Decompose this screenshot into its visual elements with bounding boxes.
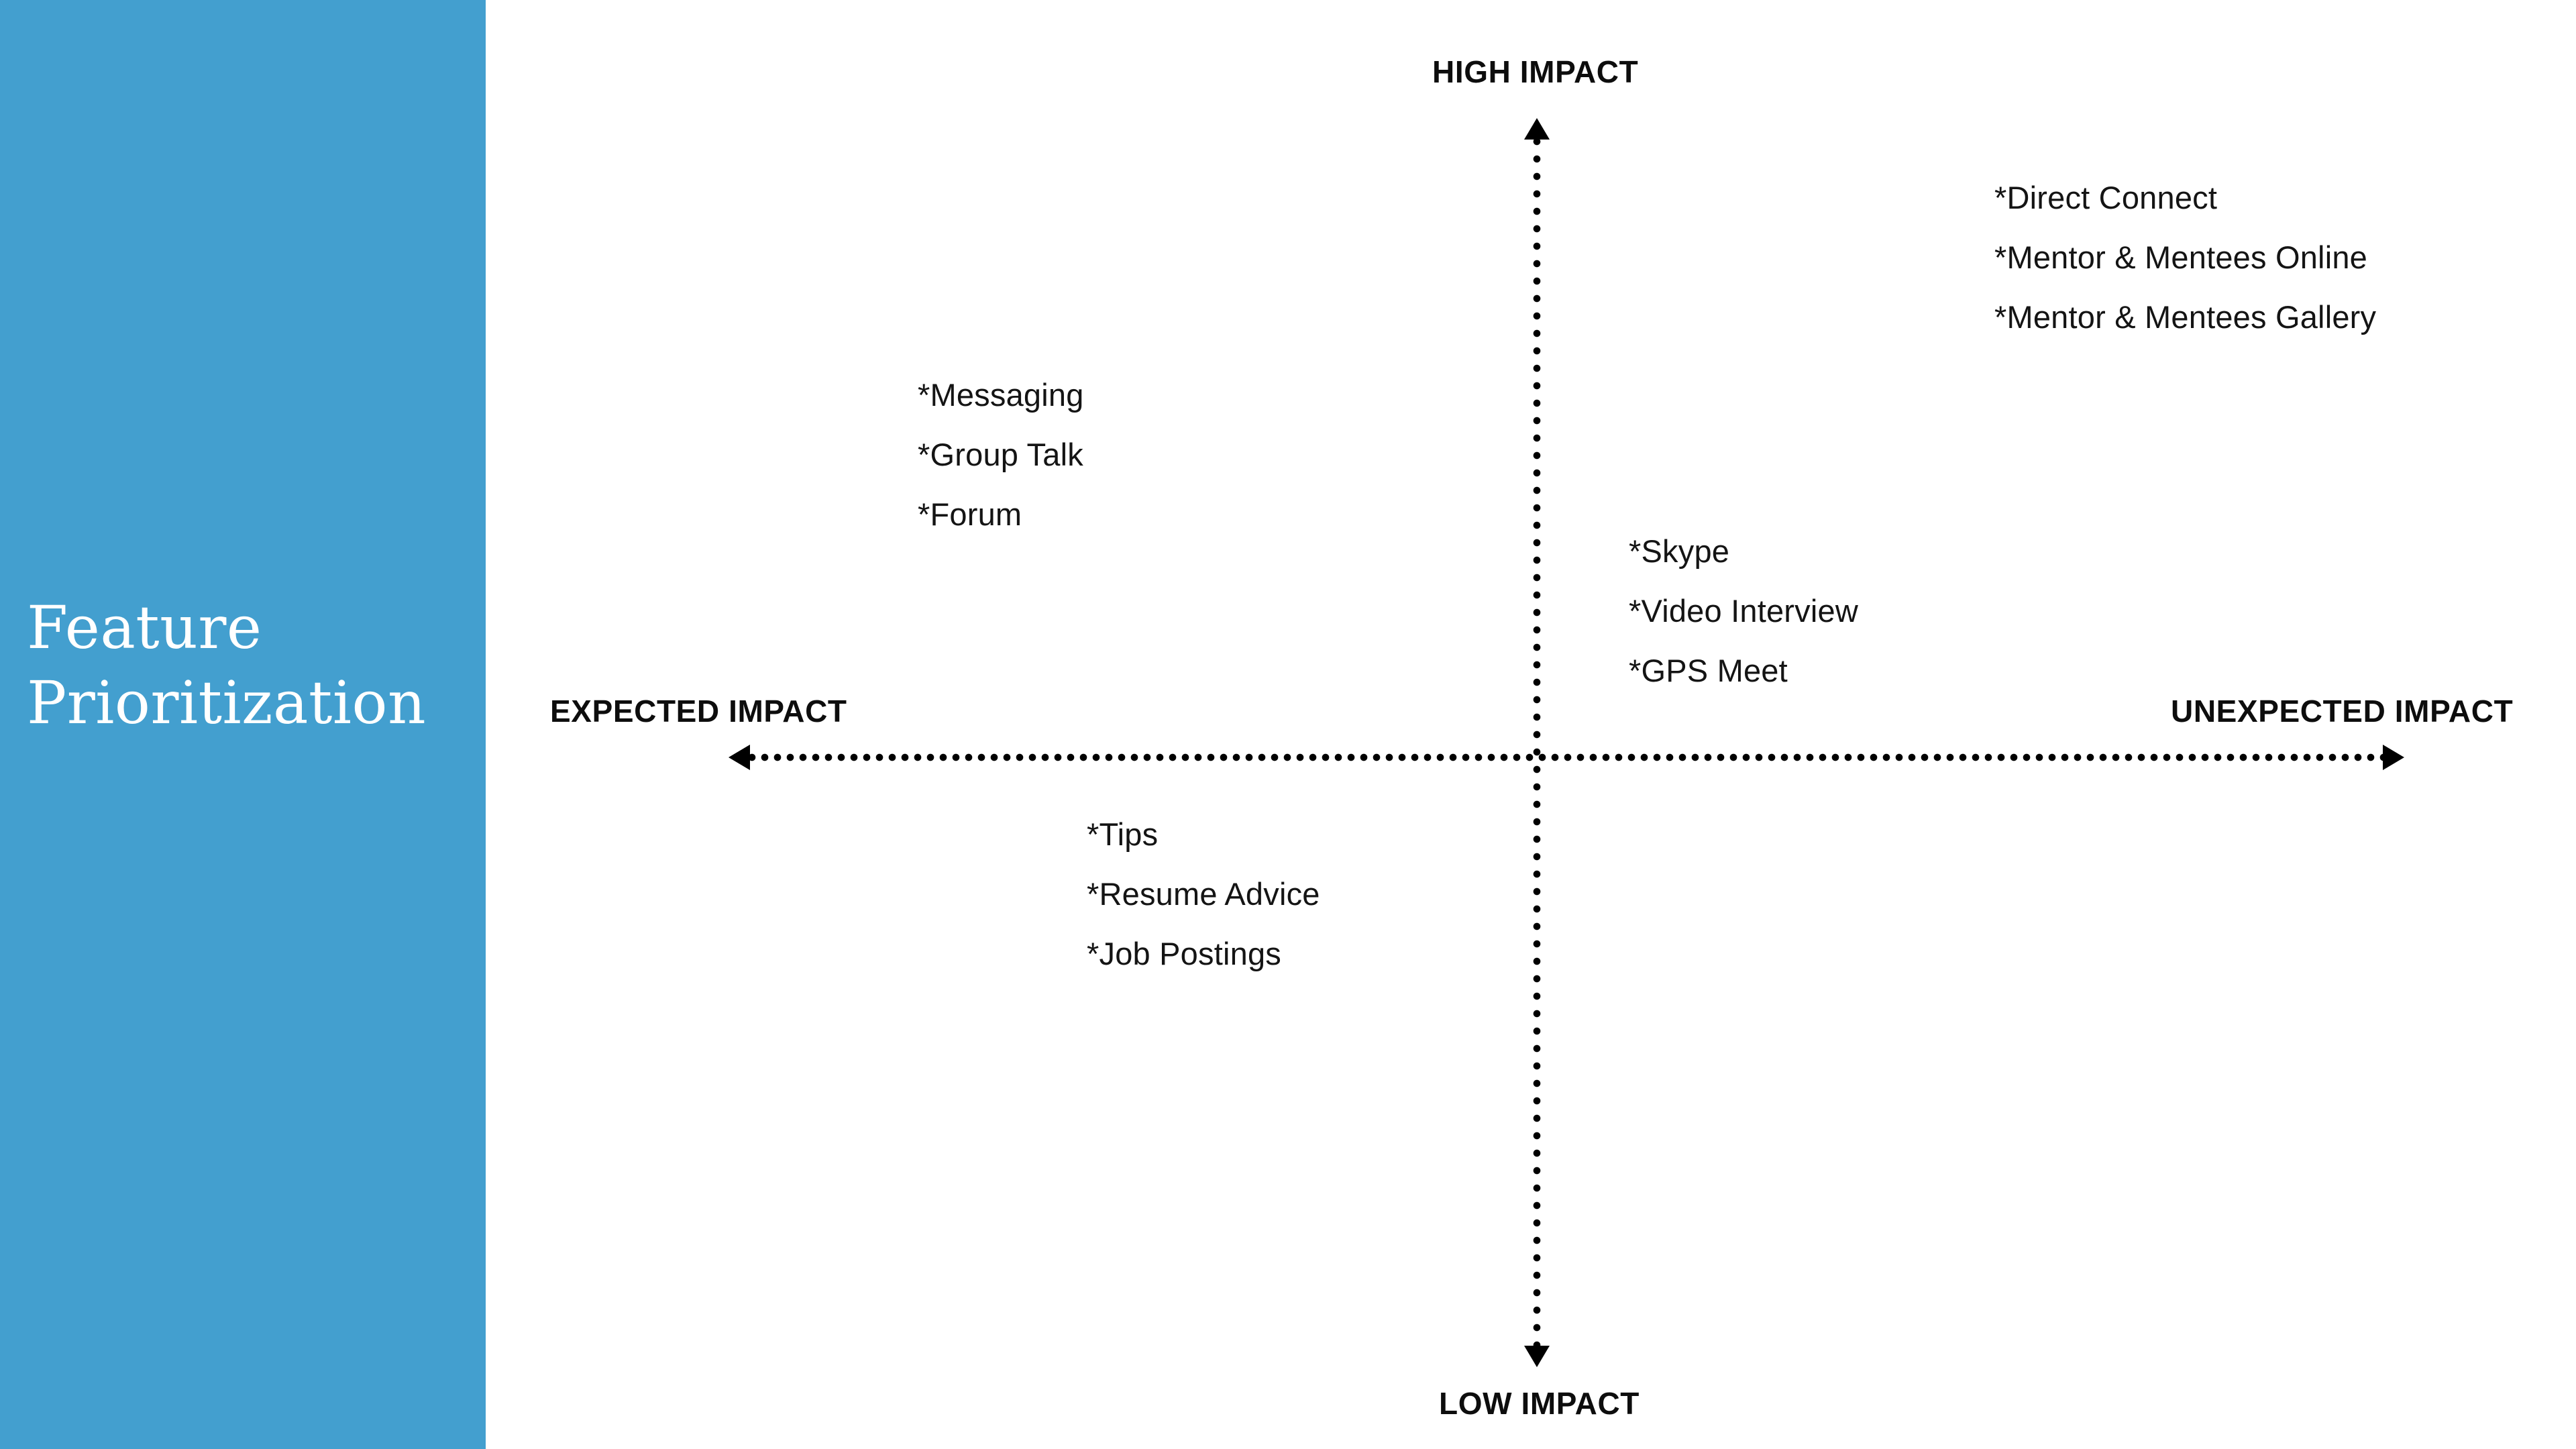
axis-label-expected-impact: EXPECTED IMPACT <box>550 694 847 729</box>
page-title: Feature Prioritization <box>27 593 427 737</box>
list-item: *Group Talk <box>918 437 1083 472</box>
list-item: *Resume Advice <box>1087 876 1320 912</box>
vertical-axis-dotted-line <box>1533 138 1541 1348</box>
list-item: *Job Postings <box>1087 936 1281 971</box>
list-item: *GPS Meet <box>1629 653 1788 688</box>
list-item: *Direct Connect <box>1994 180 2218 215</box>
feature-group-top-right: *Direct Connect *Mentor & Mentees Online… <box>1994 168 2376 347</box>
feature-group-center-right: *Skype *Video Interview *GPS Meet <box>1629 521 1858 700</box>
axis-label-unexpected-impact: UNEXPECTED IMPACT <box>2171 694 2514 729</box>
feature-group-bottom-left: *Tips *Resume Advice *Job Postings <box>1087 804 1320 983</box>
horizontal-axis-dotted-line <box>748 753 2402 761</box>
feature-group-top-left: *Messaging *Group Talk *Forum <box>918 365 1084 544</box>
list-item: *Mentor & Mentees Online <box>1994 239 2368 275</box>
list-item: *Forum <box>918 496 1022 532</box>
arrow-left-icon <box>729 745 750 770</box>
arrow-down-icon <box>1524 1346 1550 1367</box>
title-sidebar: Feature Prioritization <box>0 0 486 1449</box>
list-item: *Video Interview <box>1629 593 1858 629</box>
list-item: *Tips <box>1087 816 1159 852</box>
list-item: *Messaging <box>918 377 1084 413</box>
arrow-up-icon <box>1524 118 1550 140</box>
arrow-right-icon <box>2383 745 2404 770</box>
list-item: *Mentor & Mentees Gallery <box>1994 299 2377 335</box>
axis-label-low-impact: LOW IMPACT <box>1439 1386 1640 1421</box>
list-item: *Skype <box>1629 533 1730 569</box>
axis-label-high-impact: HIGH IMPACT <box>1432 54 1639 89</box>
